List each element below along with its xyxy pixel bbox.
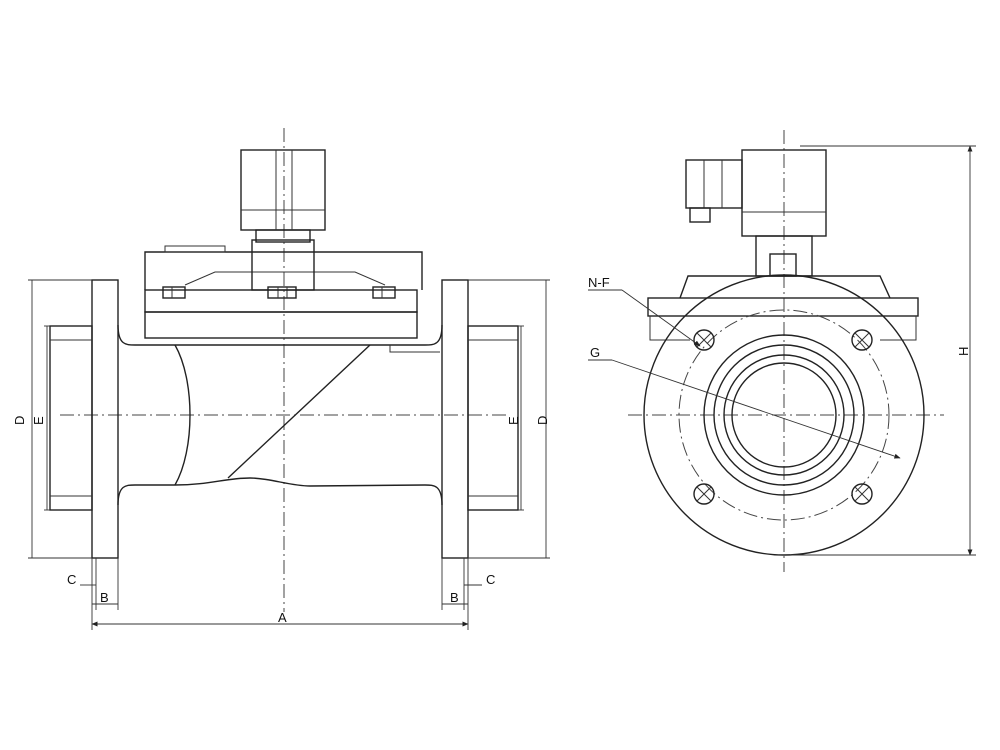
- dimension-label-c-left: C: [67, 572, 76, 587]
- bolt-circle: [678, 309, 890, 521]
- cable-connector: [685, 159, 743, 209]
- right-flange: [441, 279, 519, 559]
- left-flange: [49, 279, 119, 559]
- bolt: [267, 286, 297, 299]
- dimension-lines-front: [28, 279, 550, 630]
- dimension-label-d-left: D: [12, 416, 27, 425]
- label-g: G: [590, 345, 600, 360]
- dimension-label-e-right: E: [506, 416, 521, 425]
- dimension-lines-side: [790, 145, 976, 556]
- bolt: [162, 286, 186, 299]
- solenoid-coil: [240, 149, 326, 291]
- dimension-label-h: H: [956, 347, 971, 356]
- bolt: [372, 286, 396, 299]
- bolt-holes: [693, 329, 873, 505]
- side-flange-outer: [643, 274, 925, 556]
- bolt-hole: [693, 329, 715, 351]
- side-solenoid-coil: [685, 149, 827, 277]
- bolt-hole: [693, 483, 715, 505]
- bolt-hole: [851, 483, 873, 505]
- dimension-label-b-left: B: [100, 590, 109, 605]
- diaphragm-line: [227, 344, 371, 479]
- dimension-label-d-right: D: [535, 416, 550, 425]
- side-view: H N-F G: [588, 130, 976, 572]
- dimension-label-e-left: E: [31, 416, 46, 425]
- valve-body: [117, 324, 443, 506]
- dimension-label-c-right: C: [486, 572, 495, 587]
- bonnet: [144, 245, 423, 339]
- label-n-f: N-F: [588, 275, 610, 290]
- bolt-hole: [851, 329, 873, 351]
- front-view: D E E D A C B B C: [12, 128, 550, 630]
- side-bonnet: [647, 275, 919, 341]
- leader-g: [611, 359, 901, 459]
- dimension-label-a: A: [278, 610, 287, 625]
- dimension-label-b-right: B: [450, 590, 459, 605]
- leader-n-f: [621, 289, 701, 347]
